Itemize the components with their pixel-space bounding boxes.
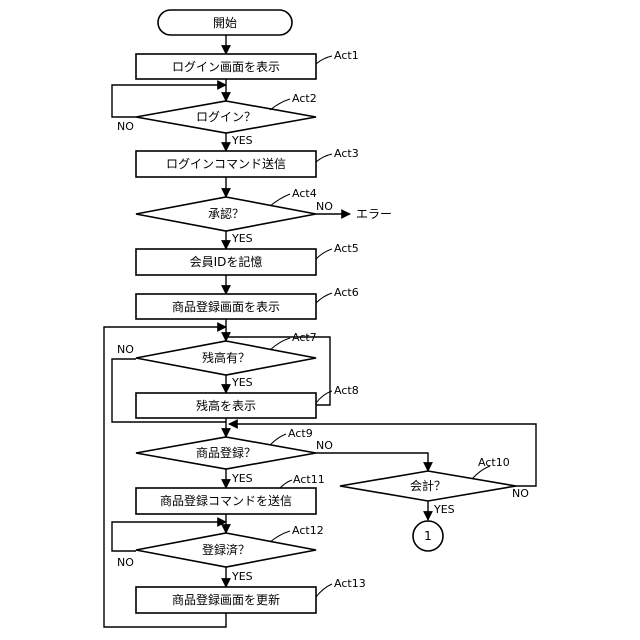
decision-act9: 商品登録？ [136,437,316,469]
act4-text: 承認？ [208,206,244,221]
act1-text: ログイン画面を表示 [172,60,280,74]
process-act8: 残高を表示 [136,393,316,418]
act7-yes-label: YES [231,376,253,389]
process-act3: ログインコマンド送信 [136,151,316,177]
act10-yes-label: YES [433,503,455,516]
act13-ref: Act13 [334,577,366,590]
error-label: エラー [356,207,392,221]
act4-yes-label: YES [231,232,253,245]
act2-no-label: NO [117,120,134,133]
decision-act4: 承認？ [136,197,316,231]
act12-yes-label: YES [231,570,253,583]
process-act1: ログイン画面を表示 [136,54,316,79]
start-terminal: 開始 [158,10,292,35]
act11-text: 商品登録コマンドを送信 [160,493,292,508]
act9-no-label: NO [316,439,333,452]
act9-ref: Act9 [288,427,313,440]
act5-text: 会員IDを記憶 [190,254,263,269]
act2-yes-label: YES [231,134,253,147]
act7-no-label: NO [117,343,134,356]
act12-text: 登録済？ [202,542,250,557]
flow-lines [104,35,536,627]
act12-no-label: NO [117,556,134,569]
act2-text: ログイン？ [196,110,256,124]
act9-yes-label: YES [231,472,253,485]
act10-no-label: NO [512,487,529,500]
act1-ref: Act1 [334,49,359,62]
act2-ref: Act2 [292,92,317,105]
act13-text: 商品登録画面を更新 [172,592,280,607]
act9-text: 商品登録？ [196,445,256,460]
connector-circle: 1 [413,521,443,551]
decision-act12: 登録済？ [136,533,316,567]
process-act6: 商品登録画面を表示 [136,294,316,319]
act7-text: 残高有？ [202,350,250,365]
act10-ref: Act10 [478,456,510,469]
decision-act2: ログイン？ [136,101,316,133]
act3-ref: Act3 [334,147,359,160]
process-act13: 商品登録画面を更新 [136,587,316,613]
process-act11: 商品登録コマンドを送信 [136,488,316,514]
process-act5: 会員IDを記憶 [136,249,316,275]
act6-ref: Act6 [334,286,359,299]
act4-no-label: NO [316,200,333,213]
act11-ref: Act11 [293,473,325,486]
decision-act7: 残高有？ [136,341,316,375]
act4-ref: Act4 [292,187,317,200]
connector-label: 1 [424,529,432,543]
act12-ref: Act12 [292,524,324,537]
act3-text: ログインコマンド送信 [166,156,286,171]
act8-text: 残高を表示 [196,398,256,413]
act6-text: 商品登録画面を表示 [172,299,280,314]
act7-ref: Act7 [292,331,317,344]
act5-ref: Act5 [334,242,359,255]
act10-text: 会計？ [410,478,446,493]
decision-act10: 会計？ [340,471,516,501]
start-label: 開始 [213,16,237,30]
act8-ref: Act8 [334,384,359,397]
